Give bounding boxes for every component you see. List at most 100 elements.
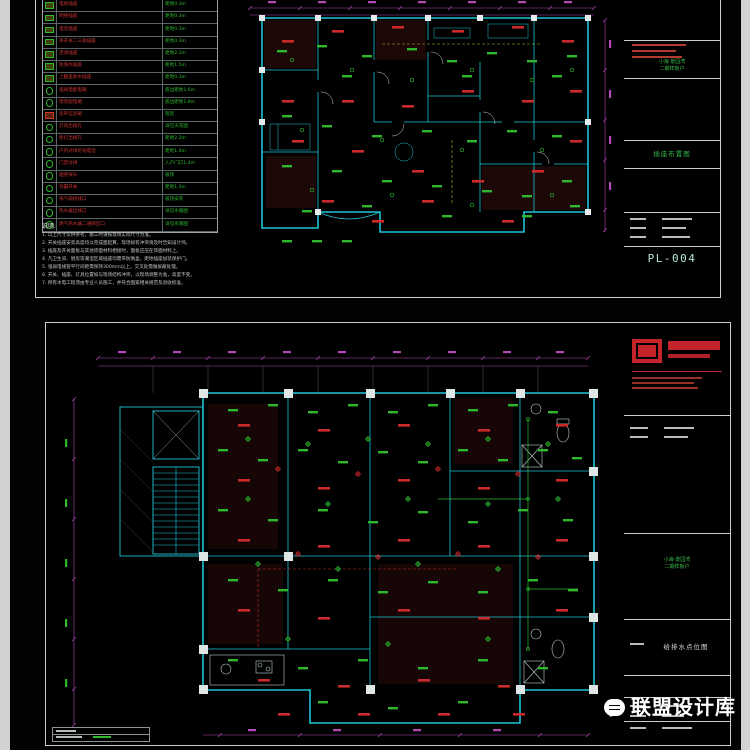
- legend-symbol-icon: [43, 158, 57, 170]
- left-dim-text: [65, 439, 68, 687]
- legend-row: 空调插座 距地2.2m: [43, 48, 217, 61]
- legend-value: 距地1.5m: [162, 60, 217, 73]
- water-point-markers: [245, 436, 561, 647]
- legend-row: 户内对讲可视电话 距地1.4m: [43, 146, 217, 159]
- titleblock-top: 小海·景园湾 二期样板户 插座布置图 PL-004: [624, 0, 720, 297]
- legend-row: 排气扇接线口 吸顶安装: [43, 195, 217, 208]
- legend-value: 距地1.4m: [162, 146, 217, 158]
- guide-lines: [382, 43, 542, 205]
- floor-plan-bottom: [65, 351, 598, 738]
- core-walls: [119, 406, 204, 557]
- drawing-title: 插座布置图: [653, 150, 691, 158]
- legend-name: 壁灯出线孔: [59, 136, 82, 142]
- legend-symbol-icon: [43, 134, 57, 146]
- legend-value: 距地0.3m: [162, 36, 217, 48]
- legend-name: 上翻盖防水插座: [59, 75, 92, 81]
- legend-value: 底边距地1.8m: [162, 97, 217, 109]
- legend-value: 距地0.3m: [162, 0, 217, 12]
- legend-symbol-icon: [43, 219, 57, 231]
- legend-name: 燃气热水器二通阀出口: [59, 221, 105, 227]
- drawing-title: 给排水点位图: [663, 643, 709, 651]
- legend-value: 底边距地1.6m: [162, 85, 217, 97]
- note-line: 7. 所有水电工程须由专业人员施工，并符合国家相关规范及验收标准。: [42, 281, 186, 286]
- legend-row: 门禁对讲 入户门口1.4m: [43, 158, 217, 171]
- right-margin-strip: [741, 0, 750, 750]
- structural-columns: [259, 15, 591, 215]
- legend-row: 燃气热水器二通阀出口 详见水施图: [43, 219, 217, 232]
- chat-bubble-icon: [604, 698, 625, 717]
- legend-row: 宽带信息箱 暗装: [43, 109, 217, 122]
- project-name: 小海·景园湾 二期样板户: [658, 59, 686, 72]
- legend-row: 电视插座 距地0.3m: [43, 0, 217, 13]
- legend-value: 吸顶: [162, 170, 217, 182]
- legend-value: 入户门口1.4m: [162, 158, 217, 170]
- watermark-text: 联盟设计库: [631, 695, 736, 719]
- legend-name: 热水器出线口: [59, 209, 87, 215]
- legend-name: 浴霸开关: [59, 185, 78, 191]
- company-text-placeholder: [632, 44, 686, 46]
- titleblock-bottom: 小海·景园湾 二期样板户 给排水点位图: [624, 323, 730, 745]
- elevator-icon: [152, 410, 200, 460]
- exterior-walls: [261, 17, 589, 233]
- legend-row: 灯具出线孔 详见天花图: [43, 121, 217, 135]
- dimension-text: [268, 1, 612, 190]
- sheet-top: 电视插座 距地0.3m 网络插座 距地0.3m 电话插座 距地0.3m: [35, 0, 721, 298]
- legend-row: 网络插座 距地0.3m: [43, 12, 217, 25]
- legend-name: 防溅水插座: [59, 63, 82, 69]
- left-margin-strip: [0, 0, 10, 750]
- legend-row: 电话插座 距地0.3m: [43, 24, 217, 37]
- legend-name: 灯具出线孔: [59, 124, 82, 130]
- legend-name: 电话插座: [59, 26, 78, 32]
- legend-name: 电视插座: [59, 2, 78, 8]
- legend-name: 强弱电配电箱: [59, 87, 87, 93]
- sheet-bottom: 小海·景园湾 二期样板户 给排水点位图: [45, 322, 731, 746]
- stair-treads: [153, 467, 199, 554]
- note-line: 5. 强弱电线管平行间距需保持300mm以上，交叉处需做屏蔽处理。: [42, 265, 181, 270]
- note-line: 2. 开关插座安装高度均以完成面起算，现场如有冲突请及时告知设计师。: [42, 241, 191, 246]
- legend-symbol-icon: [43, 60, 57, 73]
- legend-row: 烟感探头 吸顶: [43, 170, 217, 183]
- legend-symbol-icon: [43, 97, 57, 109]
- corner-title-table: [52, 727, 150, 742]
- door-swings: [320, 51, 550, 165]
- legend-value: 距地1.3m: [162, 182, 217, 194]
- project-name: 小海·景园湾 二期样板户: [663, 557, 691, 570]
- logo-mark-icon: [632, 339, 662, 363]
- plumbing-fixtures: [209, 403, 570, 686]
- structural-columns: [199, 389, 598, 694]
- legend-row: 热水器出线口 详见水施图: [43, 207, 217, 220]
- exterior-walls: [202, 392, 595, 724]
- legend-row: 带开关二三极插座 距地0.3m: [43, 36, 217, 49]
- notes-lines: 1. 以上尺寸仅供参考，施工时请按现场实际尺寸为准。 2. 开关插座安装高度均以…: [42, 232, 247, 288]
- interior-walls: [262, 18, 588, 220]
- legend-row: 浴霸开关 距地1.3m: [43, 182, 217, 195]
- legend-row: 壁灯出线孔 距地2.2m: [43, 134, 217, 147]
- extension-lines: [152, 366, 539, 393]
- green-annotations: [218, 404, 582, 710]
- legend-value: 暗装: [162, 109, 217, 121]
- legend-name: 排气扇接线口: [59, 197, 87, 203]
- note-line: 3. 插座及开关面板与其他饰面材料相接时，面板应压在饰面材料上。: [42, 249, 182, 254]
- lobby-hatch: [119, 428, 154, 553]
- floor-plan-top: [247, 1, 612, 243]
- notes-title: 说明:: [42, 223, 57, 230]
- legend-symbol-icon: [43, 73, 57, 85]
- note-line: 1. 以上尺寸仅供参考，施工时请按现场实际尺寸为准。: [42, 233, 154, 238]
- legend-symbol-icon: [43, 121, 57, 134]
- legend-name: 烟感探头: [59, 172, 78, 178]
- legend-row: 防溅水插座 距地1.5m: [43, 60, 217, 74]
- watermark: 联盟设计库: [604, 697, 736, 717]
- legend-value: 详见水施图: [162, 219, 217, 231]
- legend-symbol-icon: [43, 170, 57, 182]
- legend-symbol-icon: [43, 12, 57, 24]
- legend-table: 电视插座 距地0.3m 网络插座 距地0.3m 电话插座 距地0.3m: [42, 0, 218, 233]
- notes-block: 说明: 1. 以上尺寸仅供参考，施工时请按现场实际尺寸为准。 2. 开关插座安装…: [42, 221, 247, 288]
- legend-row: 强弱电配电箱 底边距地1.6m: [43, 85, 217, 98]
- legend-symbol-icon: [43, 109, 57, 121]
- legend-symbol-icon: [43, 195, 57, 207]
- legend-value: 详见水施图: [162, 207, 217, 219]
- dimension-lines: [71, 355, 591, 738]
- legend-value: 距地0.3m: [162, 24, 217, 36]
- drain-point-markers: [275, 466, 541, 560]
